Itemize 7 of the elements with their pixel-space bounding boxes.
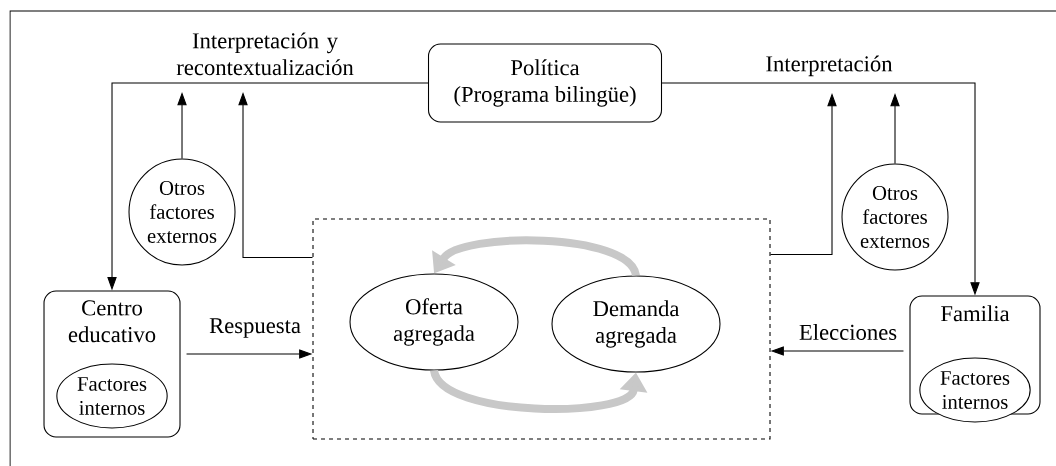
cycle-arrow [432, 236, 640, 278]
stage-label: Interpretación [766, 55, 893, 77]
dashed-box [312, 218, 771, 440]
edge-label: Elecciones [797, 322, 899, 342]
edge-label: Respuesta [207, 316, 303, 340]
stage-label: Interpretación y recontextualización [176, 32, 354, 76]
policy-box: Política (Programa bilingüe) [427, 43, 663, 123]
